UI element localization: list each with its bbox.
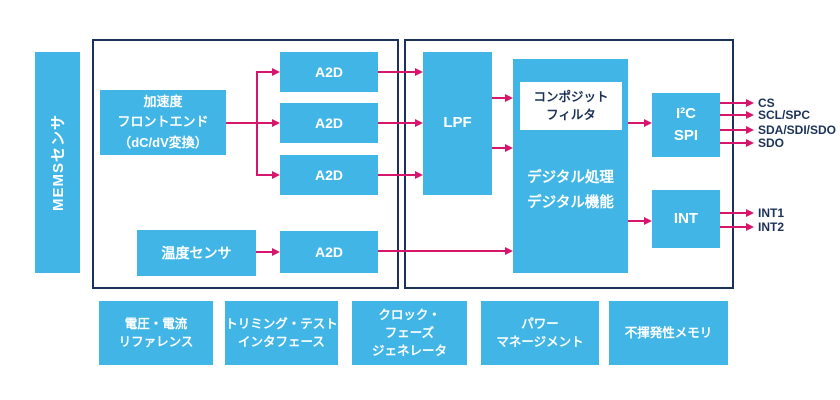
composite-filter-box: コンポジット フィルタ [520, 82, 622, 130]
a2d-block-1: A2D [280, 52, 378, 92]
i2c-spi-block: I²C SPI [652, 93, 720, 157]
trimming-test-interface-block: トリミング・テスト インタフェース [225, 301, 338, 365]
nonvolatile-memory-block: 不揮発性メモリ [609, 301, 728, 365]
pin-label-scl-spc: SCL/SPC [758, 108, 811, 122]
temp-sensor-block: 温度センサ [137, 230, 256, 276]
accel-frontend-block: 加速度 フロントエンド （dC/dV変換） [100, 90, 226, 155]
pin-label-sdo: SDO [758, 136, 785, 150]
analog-section-container [92, 39, 399, 289]
mems-sensor-label: MEMSセンサ [50, 113, 68, 212]
clock-phase-generator-block: クロック・ フェーズ ジェネレータ [352, 301, 467, 365]
pin-label-cs: CS [758, 96, 775, 110]
lpf-block: LPF [423, 52, 492, 195]
voltage-current-reference-block: 電圧・電流 リファレンス [99, 301, 213, 365]
digital-processing-label: デジタル処理 デジタル機能 [527, 170, 614, 211]
power-management-block: パワー マネージメント [481, 301, 599, 365]
a2d-block-2: A2D [280, 103, 378, 143]
pin-label-int2: INT2 [758, 220, 785, 234]
a2d-block-4: A2D [280, 231, 378, 273]
int-block: INT [652, 190, 720, 248]
mems-sensor-bar: MEMSセンサ [35, 52, 80, 273]
a2d-block-3: A2D [280, 155, 378, 195]
digital-section-container [404, 39, 734, 289]
pin-label-sda-sdi-sdo: SDA/SDI/SDO [758, 123, 837, 137]
pin-label-int1: INT1 [758, 206, 785, 220]
